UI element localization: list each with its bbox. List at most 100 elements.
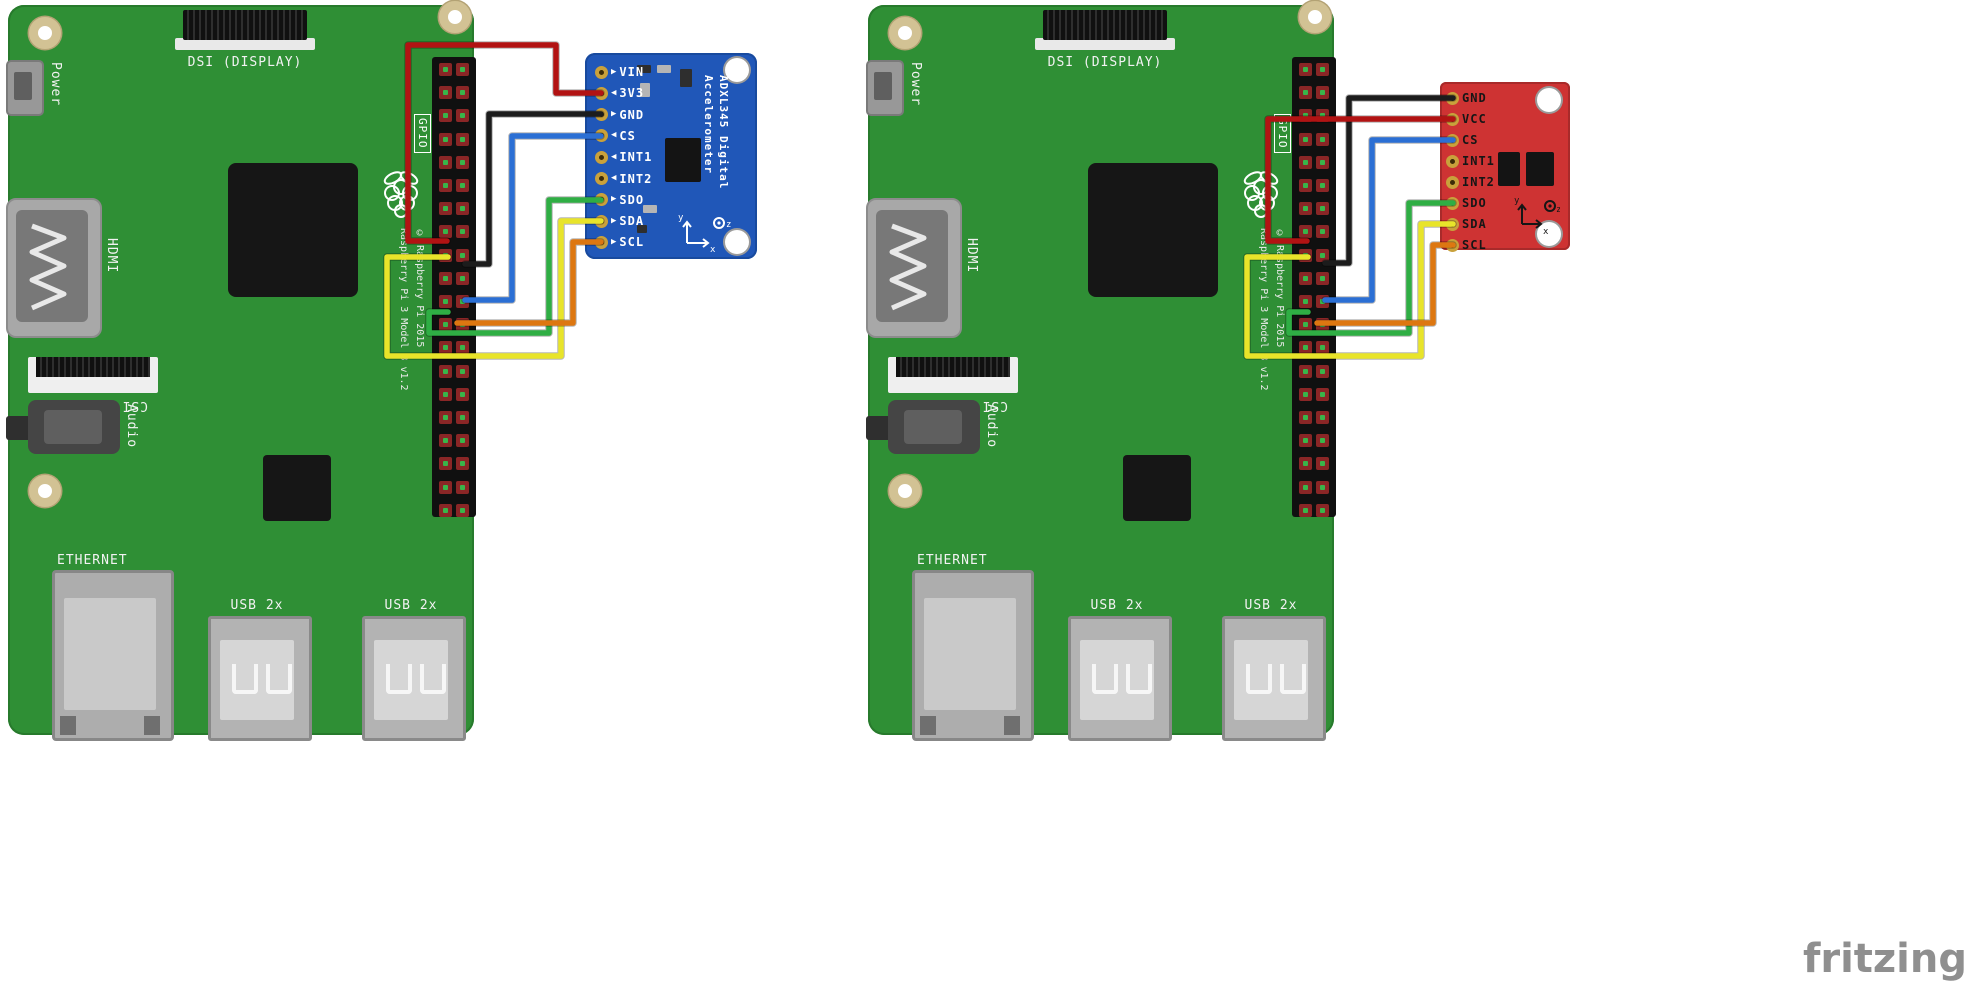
gpio-pin [1316,109,1329,123]
usb-contact [1126,664,1152,694]
gpio-pin [1316,341,1329,355]
gpio-pin [1299,179,1312,192]
pin-label: SDO [619,192,645,207]
smd-component [637,65,651,73]
pin-arrow-icon: ◀ [611,130,617,141]
adxl345-chip [1498,152,1520,186]
gpio-pin [1299,318,1312,332]
pin-pad [1446,133,1459,147]
pin-label: SDA [1462,217,1487,231]
pin-arrow-icon: ▶ [611,236,617,247]
raspberry-pi-board-right: Power DSI (DISPLAY) GPIO Raspberry Pi 3 … [860,0,1360,745]
gpio-pin [1299,480,1312,494]
hdmi-shield-pattern [29,223,67,311]
pin-pad [1446,196,1459,210]
gpio-pin [439,63,452,76]
breakout-pin-row: ▶SDA [595,214,644,229]
gpio-pin [1299,202,1312,216]
gpio-pin [1316,248,1329,262]
breakout-pin-row: INT1 [1446,154,1495,169]
gpio-pin [456,179,469,192]
gpio-pin [439,225,452,239]
mounting-hole [29,475,61,507]
gpio-pin [1316,132,1329,146]
dsi-connector-base [175,38,315,50]
pin-arrow-icon: ◀ [611,173,617,183]
svg-text:z: z [726,220,731,230]
gpio-pin [1299,364,1312,378]
raspberry-pi-board-left: Power DSI (DISPLAY) GPIO Raspberry Pi 3 … [0,0,500,745]
pin-label: INT2 [619,171,653,186]
svg-text:y: y [1514,196,1520,206]
audio-label: Audio [984,404,999,449]
usb-contact [420,664,446,694]
gpio-pin [1299,341,1312,355]
gpio-pin [456,86,469,100]
gpio-label: GPIO [414,114,431,153]
gpio-pin [456,434,469,448]
breakout-pin-row: ▶SDO [595,192,644,207]
gpio-pin [439,86,452,100]
board-copyright-text: © Raspberry Pi 2015 [414,228,425,348]
pin-pad [1446,112,1459,126]
breakout-pin-row: ◀CS [595,128,636,143]
pin-pad [1446,238,1459,252]
breakout-pin-row: CS [1446,133,1478,148]
gpio-pin [456,202,469,216]
gpio-pin [1316,411,1329,424]
gpio-pin [439,434,452,448]
gpio-pin [1316,86,1329,100]
mounting-hole [29,17,61,49]
board-name-text: Raspberry Pi 3 Model B v1.2 [398,228,409,391]
gpio-pin [456,364,469,378]
ethernet-port-opening [924,598,1016,710]
usb-label-1: USB 2x [230,598,284,613]
pin-pad [595,235,608,249]
axis-indicator: x y z [1514,196,1560,237]
dsi-connector [1043,10,1167,40]
gpio-pin [456,271,469,285]
gpio-pin [1316,179,1329,192]
ethernet-port-opening [64,598,156,710]
gpio-pin [439,202,452,216]
dsi-label: DSI (DISPLAY) [187,55,303,70]
audio-jack-opening [904,410,962,444]
dsi-connector-base [1035,38,1175,50]
pin-label: VCC [1462,112,1487,126]
gpio-pin [456,503,469,517]
breakout-pin-row: SDA [1446,217,1487,232]
gpio-pin [1316,63,1329,76]
gpio-pin [456,318,469,332]
pin-label: SDA [619,214,645,229]
gpio-pin [439,503,452,517]
gpio-pin [439,364,452,378]
csi-connector [36,357,150,377]
gpio-pin [1316,480,1329,494]
gpio-pin [439,109,452,123]
soc-chip [228,163,358,297]
gpio-pin [1316,387,1329,401]
breakout-mounting-hole [725,58,749,82]
gpio-label: GPIO [1274,114,1291,153]
gpio-pin [1299,63,1312,76]
breakout-pin-row: ▶SCL [595,235,644,250]
svg-text:z: z [1556,205,1560,215]
gpio-pin [1316,225,1329,239]
pin-pad [595,193,608,207]
breakout-title-line1: ADXL345 Digital [717,75,730,190]
usb-contact [1092,664,1118,694]
pin-label: SCL [619,235,645,250]
pin-arrow-icon: ▶ [611,66,617,77]
pin-label: CS [619,128,636,143]
breakout-pin-row: ◀3V3 [595,86,644,101]
pin-label: 3V3 [619,86,645,101]
hdmi-connector-opening [16,210,88,322]
gpio-pin [1299,132,1312,146]
pin-arrow-icon: ▶ [611,109,617,120]
svg-text:x: x [710,245,716,255]
controller-chip [1123,455,1191,521]
audio-label: Audio [124,404,139,449]
ethernet-foot [60,716,76,735]
breakout-title: ADXL345 Digital Accelerometer [701,75,731,250]
